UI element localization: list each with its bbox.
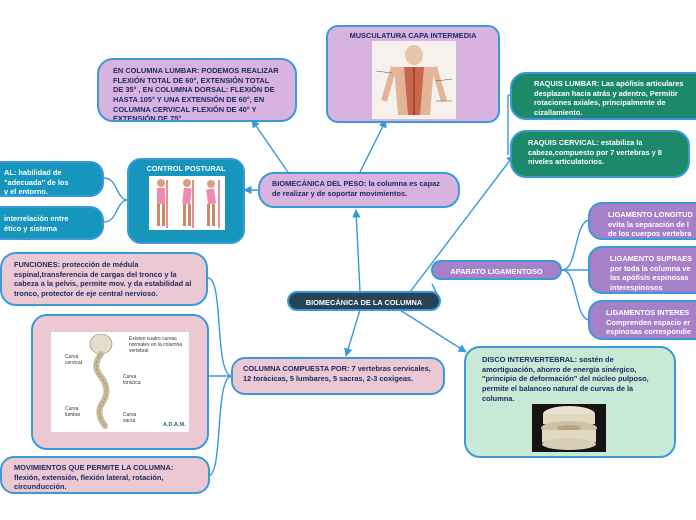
node-control-a[interactable]: AL: habilidad de "adecuada" de los y el … (0, 161, 104, 197)
posture-figures-icon (157, 179, 220, 228)
spine-label-sacra: Curva sacra (123, 412, 137, 424)
node-central[interactable]: BIOMECÁNICA DE LA COLUMNA (287, 291, 441, 311)
node-spine-image[interactable]: Existen cuatro curvas normales en la col… (31, 314, 209, 450)
link-central-compuesta (344, 309, 361, 357)
link-peso-musculatura (359, 119, 387, 173)
adam-logo: A.D.A.M. (163, 422, 186, 428)
node-biomecanica-peso[interactable]: BIOMECÁNICA DEL PESO: la columna es capa… (258, 172, 460, 208)
musculature-image (372, 41, 456, 119)
intervertebral-disc-icon (532, 404, 606, 452)
node-lig-longitudinal-text: LIGAMENTO LONGITUD evita la separación d… (608, 210, 693, 239)
node-funciones-text: FUNCIONES: protección de médula espinal,… (14, 260, 192, 298)
link-aparato-longitudinal (561, 219, 591, 271)
node-control-b[interactable]: interrelación entre ético y sistema (0, 206, 104, 240)
node-raquis-lumbar-text: RAQUIS LUMBAR: Las apófisis articulares … (534, 79, 684, 117)
node-musculatura[interactable]: MUSCULATURA CAPA INTERMEDIA (326, 25, 500, 123)
spine-curves-icon (51, 332, 189, 432)
node-raquis-lumbar[interactable]: RAQUIS LUMBAR: Las apófisis articulares … (510, 72, 696, 120)
spine-label-cervical: Curva cervical (65, 354, 82, 366)
back-muscles-icon (372, 41, 456, 119)
node-lig-supraespinoso[interactable]: LIGAMENTO SUPRAES por toda la columna ve… (588, 246, 696, 294)
node-columna-compuesta-text: COLUMNA COMPUESTA POR: 7 vertebras cervi… (243, 364, 431, 383)
node-control-a-text: AL: habilidad de "adecuada" de los y el … (4, 168, 69, 197)
node-lig-supraespinoso-text: LIGAMENTO SUPRAES por toda la columna ve… (610, 254, 692, 292)
node-lig-interespinoso-text: LIGAMENTOS INTERES Comprenden espacio er… (606, 308, 692, 337)
link-compuesta-funciones (207, 277, 233, 377)
link-central-disco (399, 309, 467, 353)
node-raquis-cervical-text: RAQUIS CERVICAL: estabiliza la cabeza,co… (528, 138, 662, 167)
node-disco[interactable]: DISCO INTERVERTEBRAL: sostén de amortigu… (464, 346, 676, 458)
link-central-raquis (409, 154, 515, 293)
link-control-b (103, 199, 129, 223)
node-central-text: BIOMECÁNICA DE LA COLUMNA (305, 298, 423, 307)
node-aparato-ligamentoso-text: APARATO LIGAMENTOSO (450, 267, 543, 276)
link-central-peso (352, 209, 361, 293)
node-control-postural[interactable]: CONTROL POSTURAL (127, 158, 245, 244)
disc-image (532, 404, 606, 452)
node-movimientos[interactable]: MOVIMIENTOS QUE PERMITE LA COLUMNA: flex… (0, 456, 210, 494)
node-columna-lumbar-text: EN COLUMNA LUMBAR: PODEMOS REALIZAR FLEX… (113, 66, 279, 122)
node-musculatura-title: MUSCULATURA CAPA INTERMEDIA (349, 31, 477, 40)
node-biomecanica-peso-text: BIOMECÁNICA DEL PESO: la columna es capa… (272, 179, 440, 198)
postural-image (149, 176, 225, 230)
link-peso-lumbar (251, 119, 293, 179)
node-columna-lumbar[interactable]: EN COLUMNA LUMBAR: PODEMOS REALIZAR FLEX… (97, 58, 297, 122)
node-columna-compuesta[interactable]: COLUMNA COMPUESTA POR: 7 vertebras cervi… (231, 357, 445, 395)
spine-figure: Existen cuatro curvas normales en la col… (51, 332, 189, 432)
node-control-postural-title: CONTROL POSTURAL (146, 164, 226, 173)
spine-label-lumbar: Curva lumbar (65, 406, 81, 418)
node-raquis-cervical[interactable]: RAQUIS CERVICAL: estabiliza la cabeza,co… (510, 130, 690, 178)
node-lig-longitudinal[interactable]: LIGAMENTO LONGITUD evita la separación d… (588, 202, 696, 240)
node-disco-text: DISCO INTERVERTEBRAL: sostén de amortigu… (482, 355, 649, 403)
node-aparato-ligamentoso[interactable]: APARATO LIGAMENTOSO (431, 260, 562, 280)
node-funciones[interactable]: FUNCIONES: protección de médula espinal,… (0, 252, 208, 306)
node-control-b-text: interrelación entre ético y sistema (4, 214, 69, 233)
node-lig-interespinoso[interactable]: LIGAMENTOS INTERES Comprenden espacio er… (588, 300, 696, 340)
link-control-a (103, 177, 129, 201)
link-compuesta-movimientos (207, 375, 233, 477)
spine-label-toracica: Curva torácica (123, 374, 141, 386)
link-aparato-inter (561, 269, 591, 321)
node-movimientos-text: MOVIMIENTOS QUE PERMITE LA COLUMNA: flex… (14, 463, 174, 492)
spine-header: Existen cuatro curvas normales en la col… (129, 336, 183, 354)
